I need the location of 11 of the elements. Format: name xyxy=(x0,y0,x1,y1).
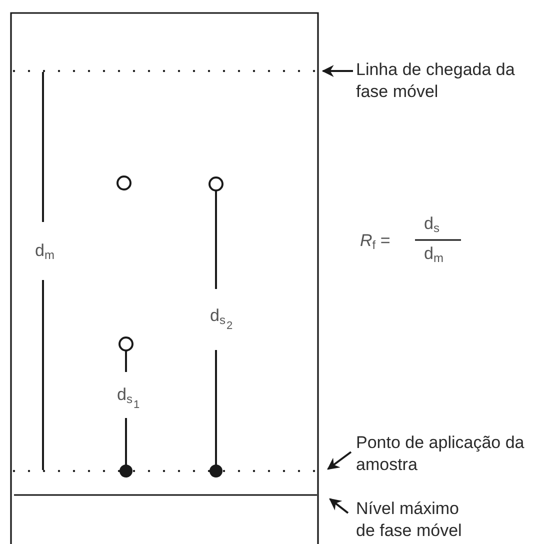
formula-text: d$_{s}$ xyxy=(424,214,440,237)
leader-arrow xyxy=(329,498,349,514)
formula-text: R$_{f}$ = xyxy=(360,231,390,254)
callout-text: Nível máximo de fase móvel xyxy=(356,498,476,542)
formula-text: d$_{m}$ xyxy=(424,244,444,267)
leader-arrow xyxy=(327,451,352,470)
leader-arrow xyxy=(322,65,353,77)
solvent-level-line xyxy=(13,493,318,497)
callout-text: Ponto de aplicação da amostra xyxy=(356,432,536,476)
callout-text: Linha de chegada da fase móvel xyxy=(356,59,526,103)
distance-label: d$_{m}$ xyxy=(35,241,54,264)
